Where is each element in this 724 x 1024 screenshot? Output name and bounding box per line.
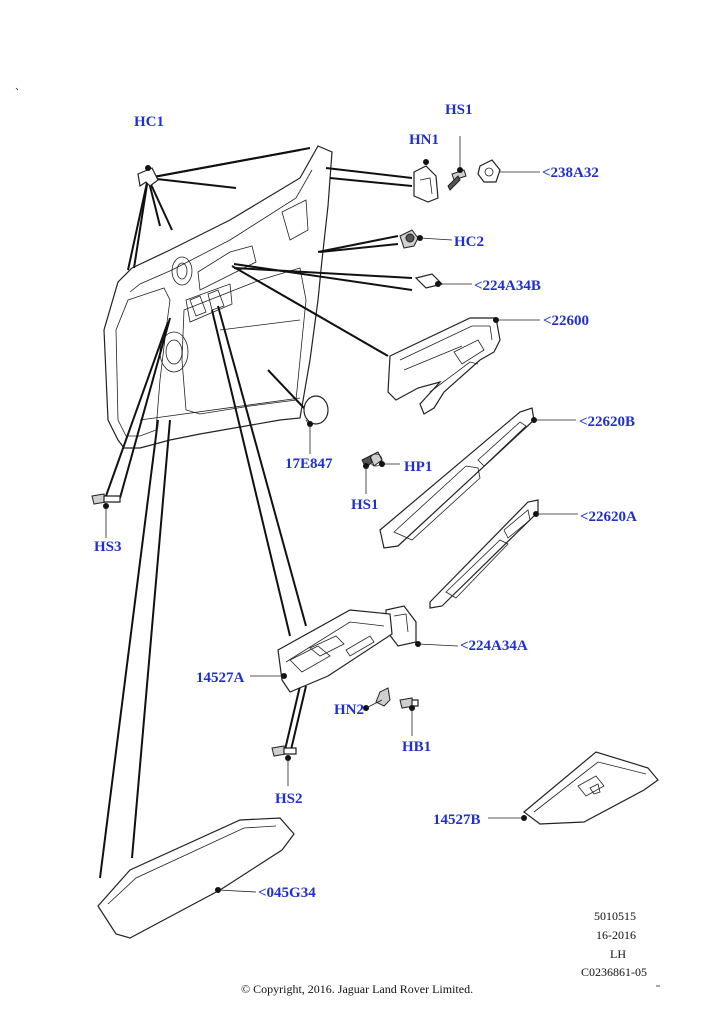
label-22620b[interactable]: <22620B — [579, 414, 636, 430]
hs3-screw-icon[interactable] — [91, 493, 121, 538]
hs2-screw-icon[interactable] — [271, 745, 297, 786]
label-hn1[interactable]: HN1 — [409, 132, 439, 148]
label-14527b[interactable]: 14527B — [433, 812, 481, 828]
238a32-clip-icon[interactable] — [477, 159, 540, 183]
label-17e847[interactable]: 17E847 — [285, 456, 333, 472]
meta-ref: 5010515 — [594, 909, 636, 923]
label-22620a[interactable]: <22620A — [580, 509, 637, 525]
14527a-switch-pack-icon[interactable] — [250, 609, 393, 693]
door-trim-panel — [103, 145, 333, 449]
label-224a34a[interactable]: <224A34A — [460, 638, 528, 654]
meta-date: 16-2016 — [596, 928, 636, 942]
label-224a34b[interactable]: <224A34B — [474, 278, 541, 294]
label-238a32[interactable]: <238A32 — [542, 165, 599, 181]
hb1-bolt-icon[interactable] — [399, 697, 419, 736]
meta-code: C0236861-05 — [581, 965, 647, 979]
22600-inner-handle-icon[interactable] — [387, 317, 540, 415]
hc1-clip-icon[interactable] — [137, 165, 159, 188]
copyright-text: © Copyright, 2016. Jaguar Land Rover Lim… — [241, 982, 474, 996]
label-hn2[interactable]: HN2 — [334, 702, 364, 718]
corner-mark — [15, 87, 19, 91]
hs1-screw-mid-icon[interactable] — [361, 455, 373, 494]
label-22600[interactable]: <22600 — [543, 313, 590, 329]
045g34-armrest-pad-icon[interactable] — [97, 817, 295, 939]
14527b-switch-pack-icon[interactable] — [488, 751, 659, 825]
22620b-bezel-icon[interactable] — [379, 407, 576, 549]
hn1-nut-bracket-icon[interactable] — [413, 159, 439, 203]
label-hs1-mid[interactable]: HS1 — [351, 497, 379, 513]
label-045g34[interactable]: <045G34 — [258, 885, 316, 901]
label-hb1[interactable]: HB1 — [402, 739, 432, 755]
22620a-bezel-icon[interactable] — [429, 499, 578, 609]
224a34b-bracket-icon[interactable] — [414, 273, 472, 289]
hn2-nut-icon[interactable] — [363, 687, 391, 711]
label-hs2[interactable]: HS2 — [275, 791, 303, 807]
label-14527a[interactable]: 14527A — [196, 670, 245, 686]
hs1-screw-icon[interactable] — [447, 136, 467, 191]
hp1-pin-icon[interactable] — [369, 451, 400, 467]
label-hs3[interactable]: HS3 — [94, 539, 122, 555]
meta-side: LH — [610, 947, 626, 961]
hc2-clip-icon[interactable] — [399, 229, 453, 249]
label-hs1-top[interactable]: HS1 — [445, 102, 473, 118]
label-hc1[interactable]: HC1 — [134, 114, 164, 130]
label-hc2[interactable]: HC2 — [454, 234, 484, 250]
17e847-plug-icon[interactable] — [303, 395, 329, 454]
224a34a-bracket-icon[interactable] — [385, 605, 459, 647]
label-hp1[interactable]: HP1 — [404, 459, 433, 475]
